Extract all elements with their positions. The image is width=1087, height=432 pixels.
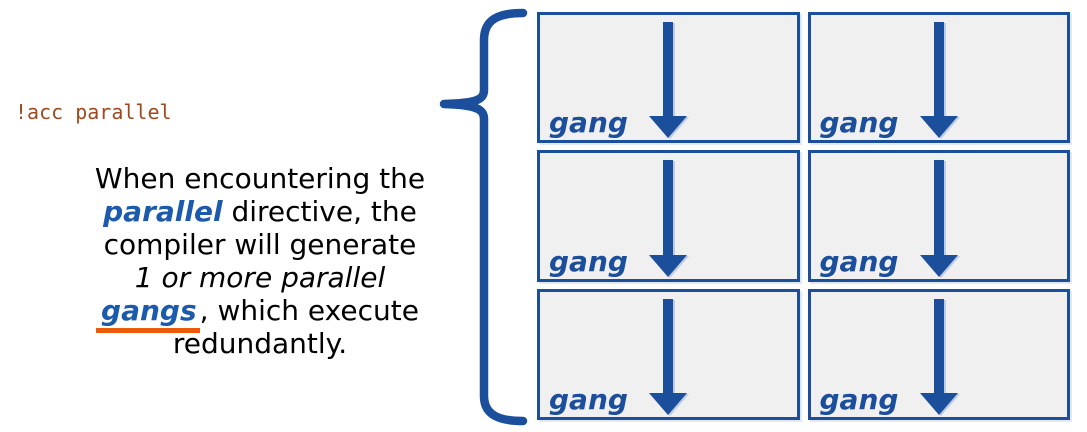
gang-box: gang bbox=[807, 288, 1070, 420]
code-directive: !acc parallel bbox=[15, 100, 172, 124]
parallel-keyword: parallel bbox=[103, 195, 223, 228]
gang-grid: gang gang gang gang gang bbox=[537, 12, 1070, 420]
gang-box: gang bbox=[537, 150, 800, 282]
curly-brace bbox=[439, 8, 528, 426]
description-line-6: redundantly. bbox=[172, 327, 348, 360]
gang-label: gang bbox=[549, 382, 628, 416]
gang-box: gang bbox=[807, 150, 1070, 282]
gang-label: gang bbox=[819, 106, 899, 140]
gang-label: gang bbox=[549, 244, 628, 278]
gang-label: gang bbox=[819, 382, 899, 416]
description-text: When encountering the parallel directive… bbox=[20, 162, 500, 360]
down-arrow-icon bbox=[919, 298, 958, 415]
gang-box: gang bbox=[537, 12, 800, 144]
down-arrow-icon bbox=[919, 160, 958, 277]
gang-box: gang bbox=[537, 288, 800, 420]
down-arrow-icon bbox=[919, 22, 958, 139]
down-arrow-icon bbox=[649, 298, 688, 415]
description-line-1: When encountering the bbox=[94, 162, 426, 195]
gang-box: gang bbox=[807, 12, 1070, 144]
down-arrow-icon bbox=[649, 22, 688, 139]
description-line-3: compiler will generate bbox=[103, 228, 417, 261]
description-line-5: , which execute bbox=[199, 294, 419, 327]
description-line-2: directive, the bbox=[222, 195, 417, 228]
gang-label: gang bbox=[819, 244, 899, 278]
description-line-4: 1 or more parallel bbox=[134, 261, 386, 294]
gang-label: gang bbox=[549, 106, 628, 140]
gangs-keyword: gangs bbox=[96, 294, 200, 333]
down-arrow-icon bbox=[649, 160, 688, 277]
